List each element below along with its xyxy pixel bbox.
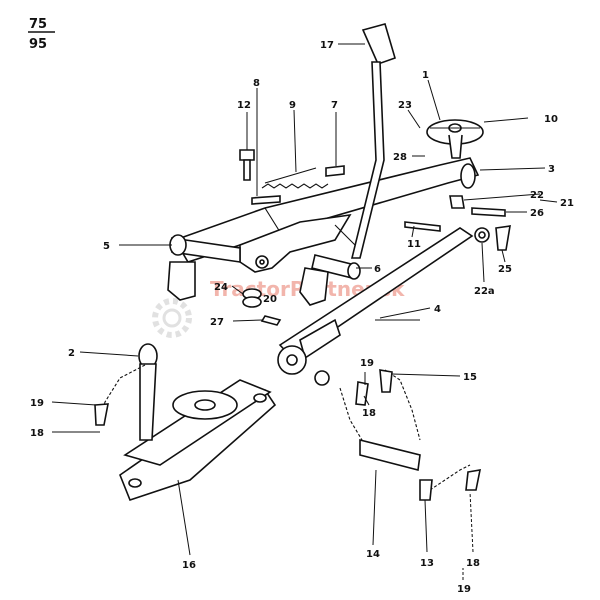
upper-bracket [239, 213, 352, 273]
callout-6: 6 [374, 264, 381, 275]
bolt-12 [239, 149, 255, 181]
callout-26: 26 [530, 208, 544, 219]
model-number-bottom: 95 [29, 37, 47, 52]
watermark-gear-icon [152, 298, 192, 338]
callout-22a: 22a [474, 286, 495, 297]
washers-24-20 [242, 288, 262, 308]
handwheel-10 [426, 119, 484, 159]
drawbar-16 [119, 379, 277, 501]
spring-9 [261, 167, 329, 189]
callout-28: 28 [393, 152, 407, 163]
callout-3: 3 [548, 164, 555, 175]
callout-8: 8 [253, 78, 260, 89]
callout-20: 20 [263, 294, 277, 305]
pin-2 [94, 343, 158, 441]
callout-16: 16 [182, 560, 196, 571]
callout-7: 7 [331, 100, 338, 111]
callout-4: 4 [434, 304, 441, 315]
callout-10: 10 [544, 114, 558, 125]
callout-15: 15 [463, 372, 477, 383]
nut-22a [474, 227, 490, 243]
callout-18-left: 18 [30, 428, 44, 439]
nut-22 [449, 195, 465, 209]
callout-19-bottom: 19 [457, 584, 471, 595]
callout-1: 1 [422, 70, 429, 81]
callout-12: 12 [237, 100, 251, 111]
callout-18-mid: 18 [362, 408, 376, 419]
callout-11: 11 [407, 239, 421, 250]
callout-24: 24 [214, 282, 228, 293]
pin-6 [299, 254, 361, 306]
chain-assembly [339, 369, 482, 501]
callout-18-bottom: 18 [466, 558, 480, 569]
callout-13: 13 [420, 558, 434, 569]
lever-17 [334, 23, 396, 259]
pin-27 [260, 315, 282, 326]
callout-19-left: 19 [30, 398, 44, 409]
callout-27: 27 [210, 317, 224, 328]
callout-2: 2 [68, 348, 75, 359]
callout-19-mid: 19 [360, 358, 374, 369]
callout-5: 5 [103, 241, 110, 252]
callout-17: 17 [320, 40, 334, 51]
rod-8 [251, 195, 281, 205]
callout-14: 14 [366, 549, 380, 560]
pin-11 [404, 221, 441, 232]
model-number-top: 75 [29, 17, 47, 32]
bolt-26 [471, 207, 506, 217]
callout-9: 9 [289, 100, 296, 111]
pin-25 [495, 225, 511, 251]
pin-7 [325, 165, 345, 177]
callout-25: 25 [498, 264, 512, 275]
leader-lines [51, 43, 558, 580]
callout-21: 21 [560, 198, 574, 209]
pin-5 [167, 234, 241, 301]
lower-link-4 [277, 227, 474, 386]
callout-23: 23 [398, 100, 412, 111]
callout-22: 22 [530, 190, 544, 201]
